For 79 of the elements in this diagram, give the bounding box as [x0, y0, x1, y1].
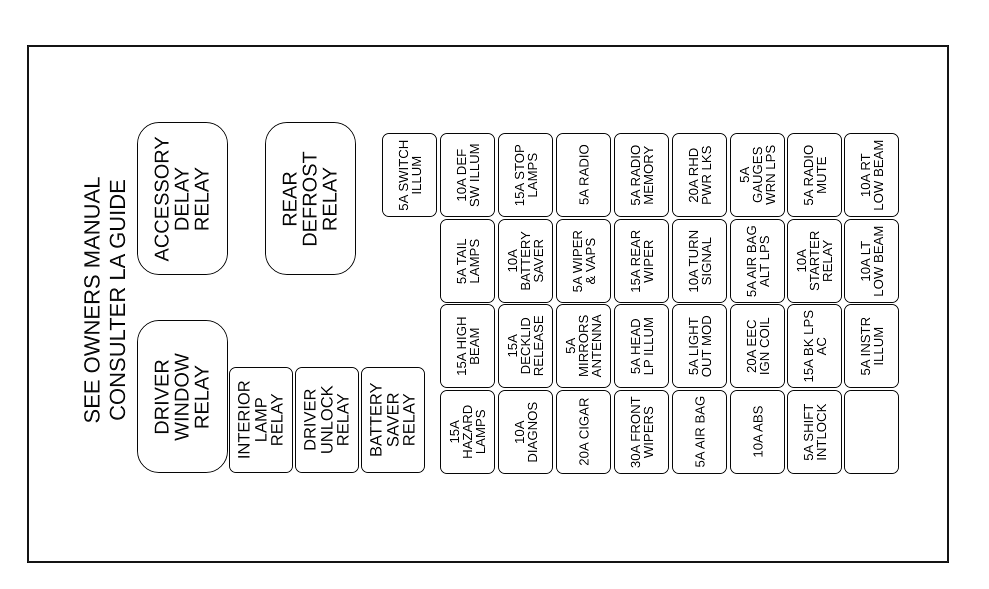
fuse-label: 10A TURN SIGNAL [686, 228, 713, 294]
fuse-slot [556, 304, 611, 388]
fuse-slot [844, 219, 899, 303]
fuse-slot [556, 133, 611, 217]
relay-label: INTERIOR LAMP RELAY [236, 380, 286, 462]
fuse-label: 20A CIGAR [576, 396, 590, 468]
fuse-slot [556, 390, 611, 474]
relay-slot [229, 367, 293, 473]
fuse-slot [614, 304, 669, 388]
relay-slot [295, 367, 359, 473]
fuse-label: 5A TAIL LAMPS [454, 237, 481, 286]
fuse-slot [440, 390, 495, 474]
fuse-label: 5A WIPER & VAPS [570, 228, 597, 294]
relay-label: REAR DEFROST RELAY [280, 150, 340, 248]
fuse-label: 5A AIR BAG [692, 395, 706, 469]
fuse-slot [672, 390, 727, 474]
fuse-label: 15A HIGH BEAM [454, 315, 481, 378]
relay-label: ACCESSORY DELAY RELAY [152, 136, 212, 261]
fuse-label: 5A GAUGES WRN LPS [738, 144, 778, 208]
fuse-label: 5A MIRRORS ANTENNA [564, 314, 604, 380]
fuse-label: 5A AIR BAG ALT LPS [744, 224, 771, 298]
fuse-label: 10A ABS [750, 404, 764, 460]
relay-slot [137, 320, 228, 473]
fuse-slot [787, 133, 842, 217]
fuse-slot [844, 133, 899, 217]
fuse-slot [440, 219, 495, 303]
fuse-label: 30A FRONT WIPERS [628, 395, 655, 469]
relay-slot [361, 367, 425, 473]
fuse-slot [844, 390, 899, 474]
fuse-label: 5A INSTR ILLUM [858, 316, 885, 378]
fuse-slot [730, 219, 785, 303]
fuse-slot [672, 133, 727, 217]
fuse-slot [614, 219, 669, 303]
fuse-slot [787, 304, 842, 388]
fuse-label: 5A RADIO MUTE [801, 144, 828, 208]
fuse-slot [844, 304, 899, 388]
fuse-label: 5A RADIO MEMORY [628, 144, 655, 208]
fuse-slot [730, 133, 785, 217]
relay-label: DRIVER WINDOW RELAY [152, 352, 212, 443]
fuse-slot [498, 133, 553, 217]
fuse-label: 15A STOP LAMPS [512, 142, 539, 208]
fuse-slot [498, 390, 553, 474]
fuse-slot [730, 304, 785, 388]
fuse-label: 10A STARTER RELAY [794, 230, 834, 294]
fuse-slot [787, 219, 842, 303]
fuse-slot [556, 219, 611, 303]
fuse-slot [440, 133, 495, 217]
fuse-slot [498, 304, 553, 388]
fuse-label: 15A HAZARD LAMPS [448, 404, 488, 462]
relay-label: DRIVER UNLOCK RELAY [302, 384, 352, 456]
fuse-slot [672, 304, 727, 388]
fuse-slot [614, 133, 669, 217]
fuse-slot [440, 304, 495, 388]
fuse-label: 10A RT LOW BEAM [858, 138, 885, 212]
note-text: CONSULTER LA GUIDE [107, 179, 129, 421]
fuse-slot [672, 219, 727, 303]
note-text: SEE OWNERS MANUAL [81, 176, 103, 424]
fuse-label: 5A SWITCH ILLUM [396, 138, 423, 212]
fuse-slot [498, 219, 553, 303]
fuse-label: 10A LT LOW BEAM [858, 224, 885, 298]
relay-slot [137, 122, 228, 275]
fuse-label: 15A DECKLID RELEASE [506, 314, 546, 378]
relay-label: BATTERY SAVER RELAY [368, 382, 418, 460]
fuse-label: 10A DIAGNOS [512, 400, 539, 464]
fuse-label: 5A RADIO [576, 144, 590, 208]
fuse-label: 20A EEC IGN COIL [744, 316, 771, 377]
fuse-label: 15A REAR WIPER [628, 228, 655, 295]
fuse-label: 10A DEF SW ILLUM [454, 142, 481, 209]
fuse-label: 10A BATTERY SAVER [506, 230, 546, 293]
fuse-label: 20A RHD PWR LKS [686, 144, 713, 207]
fuse-label: 5A SHIFT INTLOCK [801, 402, 828, 463]
fuse-slot [730, 390, 785, 474]
fuse-label: 5A LIGHT OUT MOD [686, 314, 713, 380]
fuse-slot [382, 133, 437, 217]
fuse-slot [787, 390, 842, 474]
fuse-label: 5A HEAD LP ILLUM [628, 316, 655, 378]
fuse-slot [614, 390, 669, 474]
fuse-label: 15A BK LPS AC [801, 309, 828, 383]
relay-slot [265, 122, 356, 275]
